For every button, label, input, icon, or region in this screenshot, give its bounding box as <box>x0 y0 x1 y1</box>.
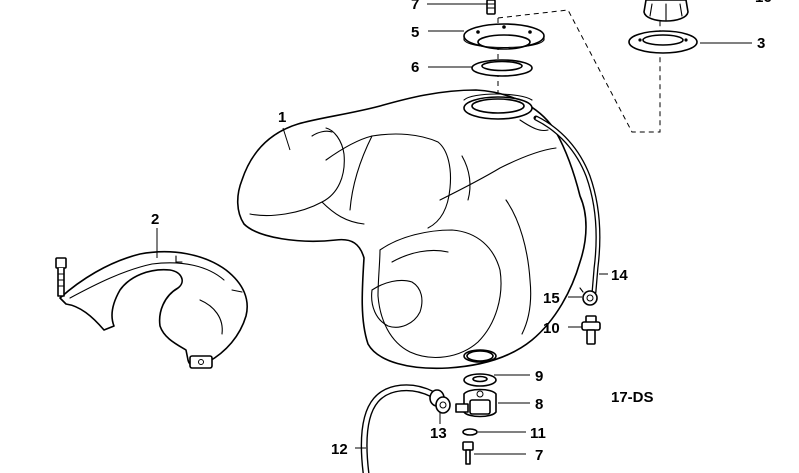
part-label-5: 5 <box>411 24 419 41</box>
heat-shield <box>59 250 248 369</box>
part-label-10: 10 <box>543 320 560 337</box>
part-label-3: 3 <box>757 35 765 52</box>
hose-fitting <box>581 315 601 345</box>
part-label-7-bottom: 7 <box>535 447 543 464</box>
part-label-12: 12 <box>331 441 348 458</box>
screw-bottom <box>462 441 474 465</box>
filler-gasket <box>471 59 533 77</box>
cap-ring <box>628 30 698 54</box>
part-label-7-top: 7 <box>411 0 419 13</box>
hose-clip <box>579 287 598 306</box>
part-label-11: 11 <box>530 425 546 442</box>
part-label-13: 13 <box>430 425 447 442</box>
part-label-2: 2 <box>151 211 159 228</box>
part-label-14: 14 <box>611 267 628 284</box>
washer <box>462 428 478 436</box>
screw-top <box>486 0 496 15</box>
fuel-tank <box>236 89 587 370</box>
diagram-reference-code: 17-DS <box>611 389 654 406</box>
part-label-6: 6 <box>411 59 419 76</box>
tap-gasket <box>463 373 497 387</box>
part-label-15: 15 <box>543 290 560 307</box>
part-label-9: 9 <box>535 368 543 385</box>
filler-flange <box>463 23 545 50</box>
o-ring <box>466 350 494 362</box>
part-label-8: 8 <box>535 396 543 413</box>
part-label-16: 16 <box>755 0 772 6</box>
part-label-1: 1 <box>278 109 286 126</box>
bolt-left <box>55 257 67 297</box>
filler-cap <box>643 0 689 22</box>
vent-hose <box>533 115 601 295</box>
fuel-tap <box>455 388 497 418</box>
fuel-hose <box>360 384 436 473</box>
leader-lines <box>156 3 752 455</box>
part-labels: 7 16 5 3 6 1 2 14 15 10 9 8 13 11 12 7 1… <box>151 0 772 464</box>
hose-clamp <box>429 389 451 414</box>
